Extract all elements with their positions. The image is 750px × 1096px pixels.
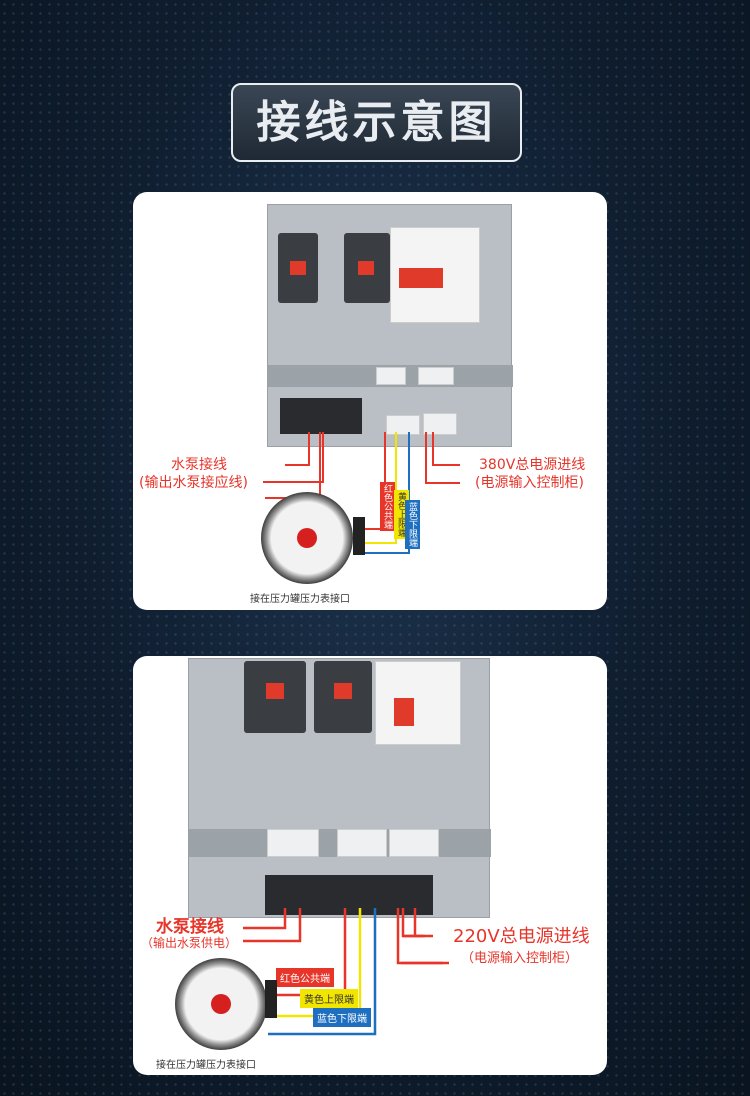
control-panel-photo <box>188 658 491 918</box>
pump-wiring-label: 水泵接线 <box>171 457 227 473</box>
wiring-diagram-380v: 水泵接线 (输出水泵接应线) 380V总电源进线 (电源输入控制柜) 红色公共端… <box>133 192 607 610</box>
pressure-gauge <box>261 492 353 584</box>
wiring-diagram-220v: 水泵接线 （输出水泵供电） 220V总电源进线 （电源输入控制柜） 红色公共端 … <box>133 656 607 1075</box>
blue-terminal-tag: 蓝色下限端 <box>313 1008 371 1027</box>
pressure-gauge <box>175 958 267 1050</box>
wire-lines <box>263 432 460 554</box>
circuit-breaker <box>375 661 461 745</box>
pump-wiring-label: 水泵接线 <box>156 917 224 937</box>
page-title: 接线示意图 <box>231 83 522 162</box>
terminal-block <box>265 875 433 915</box>
contactor <box>344 233 390 303</box>
contactor <box>278 233 318 303</box>
circuit-breaker <box>390 227 480 323</box>
power-input-label: 220V总电源进线 <box>453 926 590 947</box>
blue-terminal-tag: 蓝色下限端 <box>405 500 420 549</box>
contactor <box>244 661 306 733</box>
gauge-caption: 接在压力罐压力表接口 <box>250 594 350 605</box>
red-terminal-tag: 红色公共端 <box>276 968 334 987</box>
gauge-caption: 接在压力罐压力表接口 <box>156 1060 256 1071</box>
contactor <box>314 661 372 733</box>
control-panel-photo <box>267 204 513 447</box>
pump-wiring-sublabel: (输出水泵接应线) <box>139 475 248 491</box>
terminal-block <box>280 398 362 434</box>
red-terminal-tag: 红色公共端 <box>380 482 395 531</box>
power-input-sublabel: （电源输入控制柜） <box>461 951 579 966</box>
pump-wiring-sublabel: （输出水泵供电） <box>141 936 238 950</box>
power-input-label: 380V总电源进线 <box>479 457 586 473</box>
power-input-sublabel: (电源输入控制柜) <box>475 475 584 491</box>
yellow-terminal-tag: 黄色上限端 <box>300 989 358 1008</box>
